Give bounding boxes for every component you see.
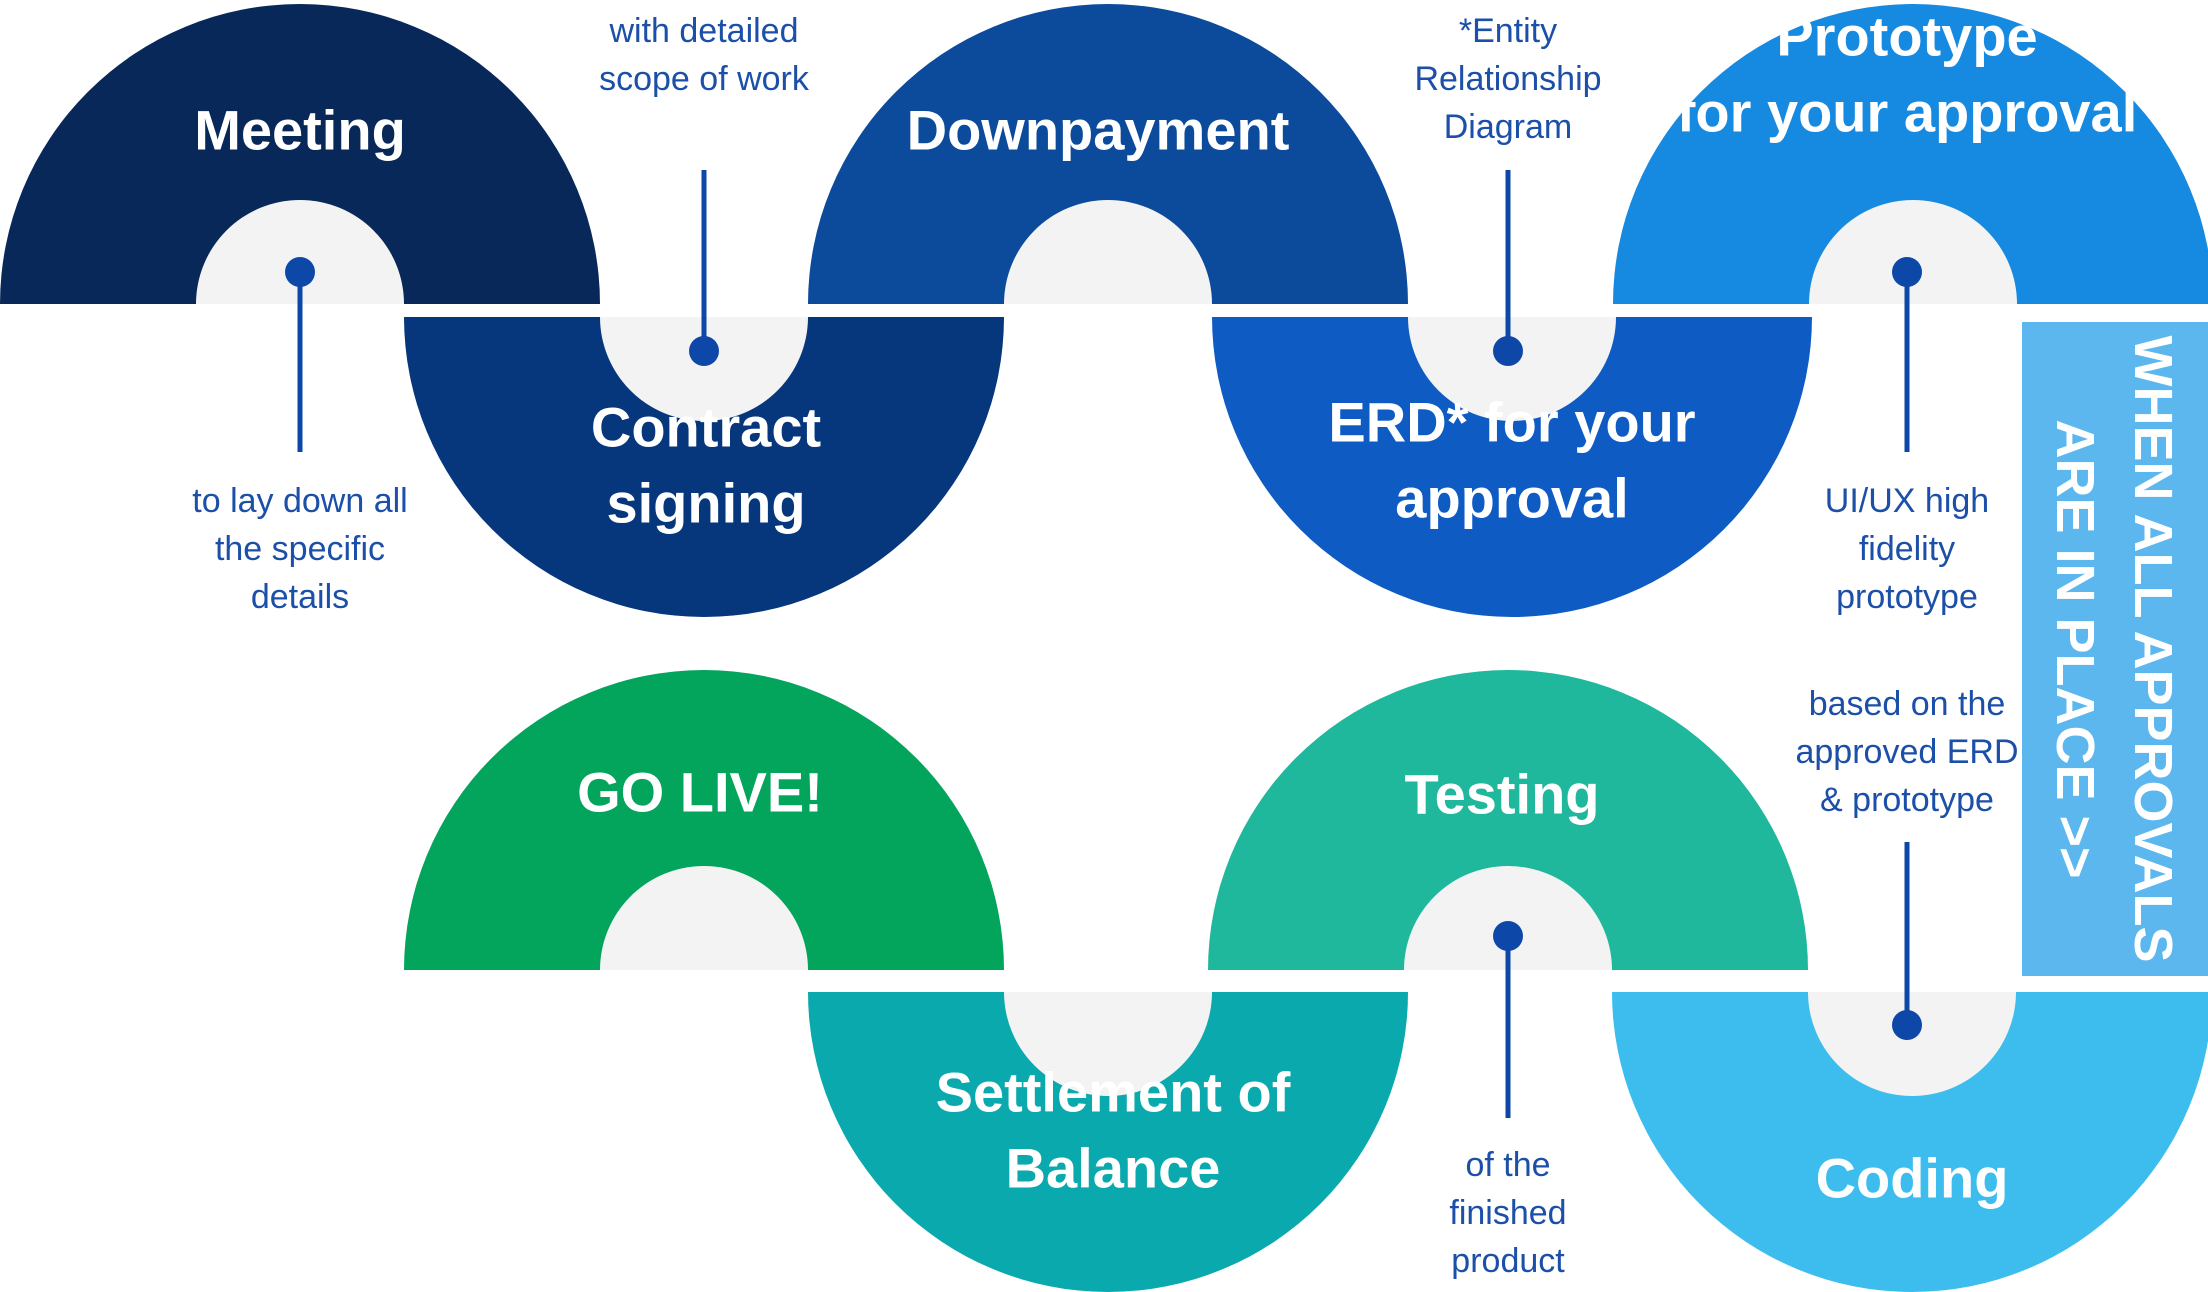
step-settlement-shape-hole (1004, 992, 1212, 1096)
step-contract-shape-hole (600, 317, 808, 421)
approvals-banner-box (2022, 322, 2208, 976)
step-testing-shape-hole (1404, 866, 1612, 970)
approvals-banner-line: WHEN ALL APPROVALS (2123, 335, 2183, 962)
step-erd-shape-hole (1408, 317, 1616, 421)
note-coding-note-line: approved ERD (1795, 733, 2018, 771)
step-contract-shape (404, 317, 1004, 617)
step-downpayment-shape (808, 4, 1408, 304)
step-coding-title: Coding (1816, 1147, 2009, 1210)
step-erd-title-line: approval (1395, 467, 1628, 530)
shapes-layer (0, 4, 2208, 1292)
step-downpayment-shape-hole (1004, 200, 1212, 304)
step-settlement-title-line: Balance (1006, 1137, 1221, 1200)
step-prototype-shape (1613, 4, 2208, 304)
step-coding-shape (1612, 992, 2208, 1292)
step-testing-title: Testing (1405, 763, 1600, 826)
note-erd-note-line: Diagram (1444, 108, 1572, 146)
step-meeting-shape-hole (196, 200, 404, 304)
prototype-connector-dot (1892, 257, 1922, 287)
note-coding-note: based on the approved ERD & prototype (1795, 685, 2018, 819)
note-testing-note-line: of the (1465, 1146, 1550, 1184)
coding-connector-dot (1892, 1010, 1922, 1040)
step-erd-title-line: ERD* for your (1328, 391, 1695, 454)
step-contract-title: Contract signing (591, 396, 821, 535)
step-prototype-title-line: Prototype (1776, 5, 2037, 68)
step-erd-shape (1212, 317, 1812, 617)
step-golive-title-line: GO LIVE! (577, 761, 823, 824)
step-meeting-title: Meeting (194, 99, 406, 162)
step-prototype-title: Prototype for your approval (1677, 5, 2138, 144)
note-meeting-note-line: to lay down all (192, 482, 407, 520)
connectors-layer (285, 170, 1922, 1118)
approvals-banner: WHEN ALL APPROVALS ARE IN PLACE >> (2022, 322, 2208, 976)
note-coding-note-line: & prototype (1820, 781, 1994, 819)
step-meeting-shape (0, 4, 600, 304)
note-erd-note-line: Relationship (1414, 60, 1601, 98)
note-contract-note-line: with detailed (608, 12, 798, 50)
note-prototype-note-line: prototype (1836, 578, 1978, 616)
note-contract-note-line: scope of work (599, 60, 810, 98)
note-testing-note-line: product (1451, 1242, 1565, 1280)
step-meeting-title-line: Meeting (194, 99, 406, 162)
approvals-banner-text: WHEN ALL APPROVALS ARE IN PLACE >> (2045, 335, 2183, 962)
step-settlement-title-line: Settlement of (936, 1061, 1291, 1124)
step-downpayment-title-line: Downpayment (907, 99, 1290, 162)
note-prototype-note: UI/UX high fidelity prototype (1825, 482, 1989, 616)
step-contract-title-line: Contract (591, 396, 821, 459)
step-prototype-shape-hole (1809, 200, 2017, 304)
erd-connector-dot (1493, 336, 1523, 366)
approvals-banner-line: ARE IN PLACE >> (2045, 419, 2105, 878)
step-testing-shape (1208, 670, 1808, 970)
step-testing-title-line: Testing (1405, 763, 1600, 826)
note-testing-note-line: finished (1449, 1194, 1566, 1232)
note-meeting-note: to lay down all the specific details (192, 482, 407, 616)
step-golive-shape (404, 670, 1004, 970)
step-coding-shape-hole (1808, 992, 2016, 1096)
note-prototype-note-line: UI/UX high (1825, 482, 1989, 520)
step-golive-title: GO LIVE! (577, 761, 823, 824)
step-golive-shape-hole (600, 866, 808, 970)
note-meeting-note-line: the specific (215, 530, 385, 568)
step-settlement-shape (808, 992, 1408, 1292)
note-prototype-note-line: fidelity (1859, 530, 1955, 568)
note-meeting-note-line: details (251, 578, 349, 616)
note-coding-note-line: based on the (1809, 685, 2006, 723)
step-settlement-title: Settlement of Balance (936, 1061, 1291, 1200)
step-coding-title-line: Coding (1816, 1147, 2009, 1210)
step-prototype-title-line: for your approval (1677, 81, 2138, 144)
testing-connector-dot (1493, 921, 1523, 951)
step-downpayment-title: Downpayment (907, 99, 1290, 162)
step-contract-title-line: signing (606, 472, 805, 535)
step-erd-title: ERD* for your approval (1328, 391, 1695, 530)
note-contract-note: with detailed scope of work (599, 12, 810, 98)
meeting-connector-dot (285, 257, 315, 287)
note-testing-note: of the finished product (1449, 1146, 1566, 1280)
note-erd-note-line: *Entity (1459, 12, 1557, 50)
contract-connector-dot (689, 336, 719, 366)
